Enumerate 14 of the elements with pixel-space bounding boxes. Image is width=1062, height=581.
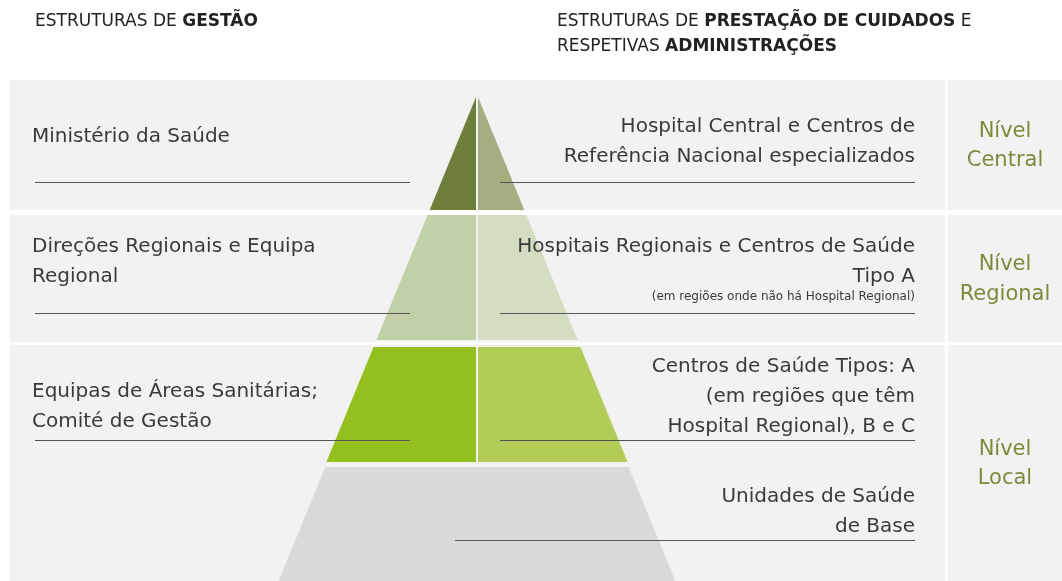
care-structure-text: Hospitais Regionais e Centros de Saúde Tipo A (516, 232, 915, 289)
column-heading: ESTRUTURAS DE GESTÃO (35, 8, 259, 32)
level-box: Nível Regional (948, 215, 1062, 342)
tier-band (10, 80, 945, 210)
care-structure-text: Hospital Central e Centros de Referência Nacional especializados (562, 112, 915, 169)
management-structure-text: Ministério da Saúde (32, 122, 231, 149)
management-structure-text: Equipas de Áreas Sanitárias; Comité de Gestão (32, 377, 319, 434)
care-structure-text: Centros de Saúde Tipos: A (em regiões que têm Hospital Regional), B e C (650, 352, 915, 439)
care-structure-text: Unidades de Saúde de Base (720, 482, 915, 539)
management-structure-text: Direções Regionais e Equipa Regional (32, 232, 317, 289)
note-text: (em regiões onde não há Hospital Regional) (650, 288, 915, 304)
level-box: Nível Local (948, 345, 1062, 581)
column-heading: ESTRUTURAS DE PRESTAÇÃO DE CUIDADOS E RESPETIVAS ADMINISTRAÇÕES (557, 8, 973, 57)
level-box: Nível Central (948, 80, 1062, 210)
